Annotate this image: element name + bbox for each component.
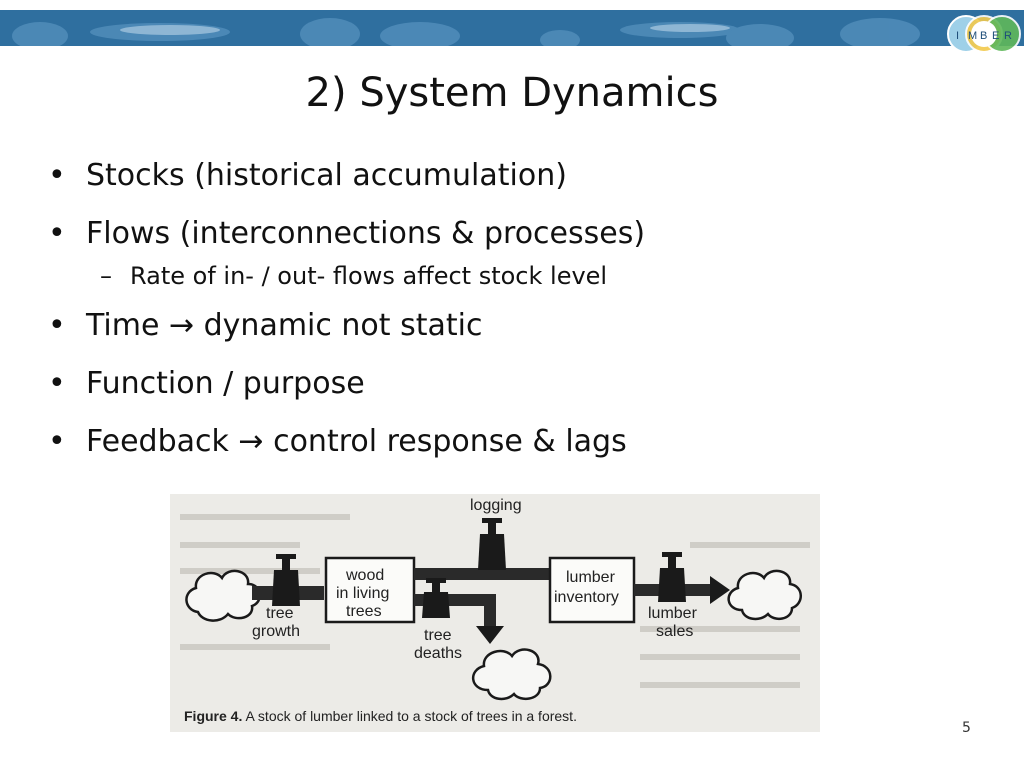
banner-decoration (12, 18, 920, 46)
label-tree-growth-2: growth (252, 623, 300, 640)
background-text-lines (180, 514, 810, 688)
caption-label: Figure 4. (184, 708, 243, 724)
sink-cloud-tree-deaths (472, 648, 552, 701)
bullet-text: Function / purpose (86, 366, 365, 401)
bullet-dot: • (48, 308, 66, 343)
slide-title: 2) System Dynamics (305, 70, 719, 116)
label-lumber-sales-1: lumber (648, 605, 698, 622)
logo-letter: I (956, 30, 959, 42)
label-wood-1: wood (345, 567, 384, 584)
logo-letter: B (980, 30, 987, 42)
label-wood-3: trees (346, 603, 382, 620)
label-tree-growth-1: tree (266, 605, 294, 622)
label-tree-deaths-2: deaths (414, 645, 462, 662)
bullet-dot: • (48, 216, 66, 251)
flow-arrow-tree-deaths (476, 626, 504, 644)
valve-logging (478, 518, 506, 570)
bullet-list: • Stocks (historical accumulation) • Flows… (48, 158, 645, 482)
page-number: 5 (962, 720, 971, 736)
bullet-text: Flows (interconnections & processes) (86, 216, 646, 251)
logo-letter: R (1004, 30, 1012, 42)
sub-bullet-dash: – (100, 262, 112, 290)
valve-tree-growth (272, 554, 300, 606)
bullet-dot: • (48, 158, 66, 193)
stock-flow-diagram: tree growth wood in living trees logging… (180, 497, 810, 701)
logo-letter: E (992, 30, 999, 42)
bullet-text: Rate of in- / out- flows affect stock le… (130, 262, 608, 290)
flow-pipe-logging (414, 568, 550, 580)
bullet-item: • Feedback → control response & lags (48, 424, 645, 460)
header-banner (0, 10, 1024, 46)
sink-cloud-lumber-sales (727, 569, 802, 621)
label-tree-deaths-1: tree (424, 627, 452, 644)
label-logging: logging (470, 497, 522, 514)
source-cloud (185, 569, 261, 622)
bullet-item: • Flows (interconnections & processes) (48, 216, 645, 252)
valve-lumber-sales (658, 552, 686, 602)
bullet-dot: • (48, 366, 66, 401)
logo-letter: M (968, 30, 977, 42)
valve-tree-deaths (422, 578, 450, 618)
flow-arrow-lumber-sales (710, 576, 730, 604)
stock-flow-figure: tree growth wood in living trees logging… (170, 494, 820, 732)
stock-box-wood (324, 556, 416, 624)
label-wood-2: in living (336, 585, 389, 602)
bullet-text: Stocks (historical accumulation) (86, 158, 567, 193)
imber-logo: I M B E R (947, 15, 1021, 53)
bullet-text: Time → dynamic not static (86, 308, 483, 343)
label-lumber-sales-2: sales (656, 623, 693, 640)
bullet-item: • Time → dynamic not static (48, 308, 645, 344)
sub-bullet-item: –Rate of in- / out- flows affect stock l… (48, 262, 645, 290)
bullet-text: Feedback → control response & lags (86, 424, 627, 459)
bullet-dot: • (48, 424, 66, 459)
figure-caption: Figure 4. A stock of lumber linked to a … (184, 708, 577, 724)
caption-text: A stock of lumber linked to a stock of t… (242, 708, 577, 724)
label-lumber-inventory-1: lumber (566, 569, 616, 586)
bullet-item: • Function / purpose (48, 366, 645, 402)
bullet-item: • Stocks (historical accumulation) (48, 158, 645, 194)
label-lumber-inventory-2: inventory (554, 589, 619, 606)
